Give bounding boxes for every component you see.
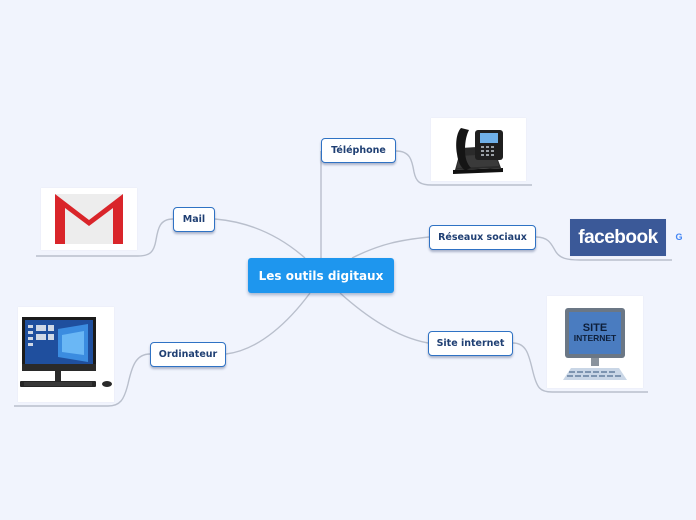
node-site-internet-label: Site internet: [436, 338, 505, 349]
connector-root-reseaux: [351, 236, 430, 259]
facebook-logo-icon: facebook: [570, 219, 666, 256]
node-telephone[interactable]: Téléphone: [321, 138, 396, 163]
connector-site-image: [512, 342, 648, 393]
connector-root-mail: [214, 218, 306, 259]
node-reseaux-sociaux-label: Réseaux sociaux: [438, 232, 527, 243]
central-topic-label: Les outils digitaux: [258, 268, 384, 283]
telephone-image: [431, 118, 526, 181]
connector-mail-image: [36, 218, 174, 257]
node-site-internet[interactable]: Site internet: [428, 331, 513, 356]
site-internet-text: SITE INTERNET: [569, 312, 621, 354]
connector-reseaux-image: [535, 236, 672, 261]
mail-image: [41, 188, 137, 250]
node-ordinateur-label: Ordinateur: [158, 349, 218, 360]
site-image: SITE INTERNET: [547, 296, 643, 388]
connector-root-site: [339, 292, 429, 344]
site-text-line1: SITE: [582, 321, 608, 334]
google-mark-icon: G: [673, 231, 685, 243]
desktop-computer-icon: [20, 317, 112, 387]
ordinateur-image: [18, 307, 114, 402]
connector-telephone-image: [395, 150, 532, 186]
node-reseaux-sociaux[interactable]: Réseaux sociaux: [429, 225, 536, 250]
node-ordinateur[interactable]: Ordinateur: [150, 342, 226, 367]
connector-root-ordinateur: [225, 292, 311, 355]
gmail-logo-icon: [55, 194, 123, 244]
node-telephone-label: Téléphone: [331, 145, 386, 156]
site-internet-icon: [563, 308, 627, 380]
central-topic[interactable]: Les outils digitaux: [248, 258, 394, 293]
facebook-logo-text: facebook: [578, 226, 658, 248]
google-mark-text: G: [675, 232, 683, 242]
reseaux-image: facebook: [570, 219, 666, 256]
node-mail-label: Mail: [182, 214, 206, 225]
desk-phone-icon: [453, 128, 503, 174]
site-text-line2: INTERNET: [573, 333, 617, 344]
node-mail[interactable]: Mail: [173, 207, 215, 232]
connector-ordinateur-image: [14, 353, 151, 407]
